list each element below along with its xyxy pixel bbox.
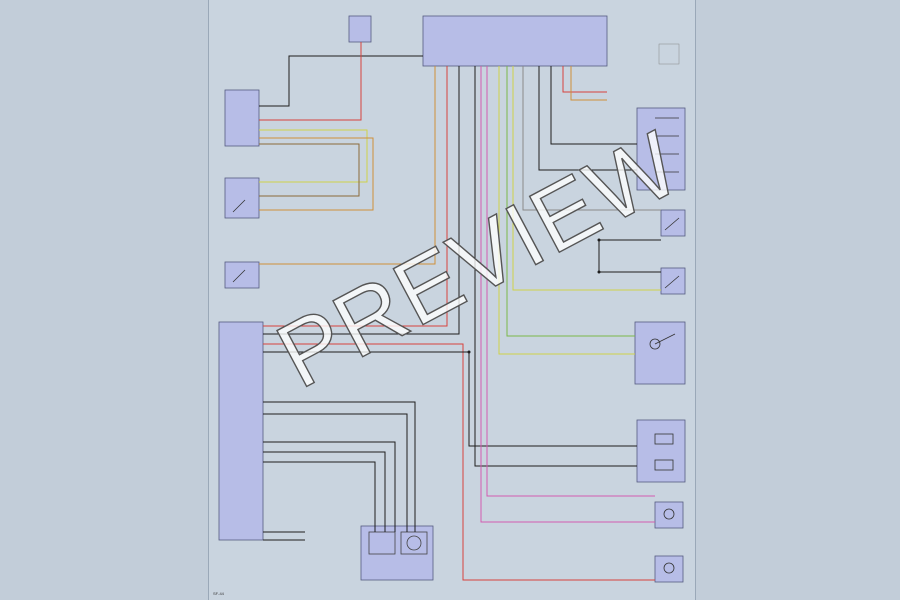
trunk-lid-latch-switch-box [224,261,260,289]
wire-23 [263,413,408,532]
wire-3 [259,129,368,183]
internal-switches [232,117,680,574]
wire-14 [498,66,635,355]
wire-25 [263,451,386,532]
splice-point-1 [467,350,471,354]
component-boxes [218,15,686,583]
wire-16 [512,66,661,291]
wire-7 [263,66,448,327]
wire-11 [474,66,637,467]
license-lamp-right-box [654,501,684,529]
wire-13 [486,66,655,497]
trunk-lid-control-switch-box [634,321,686,385]
license-lamp-left-box [654,555,684,583]
wire-19 [550,66,637,145]
wire-9 [263,343,655,581]
wiring-diagram-sheet: SF-44 [208,0,696,600]
motor-box-left [368,531,396,555]
wire-8 [263,66,460,335]
wire-connections [259,42,661,581]
wire-18 [538,66,637,171]
motor-box-right [400,531,428,555]
wire-26 [263,461,376,532]
trunk-lid-emergency-switch-box [636,107,686,191]
sheet-id: SF-44 [213,591,224,596]
wire-5 [259,143,360,197]
wire-1 [259,55,423,107]
trunk-actuator-box [218,321,264,541]
wire-17 [522,66,661,211]
control-module-header-box [658,43,680,65]
splice-points [467,238,601,354]
trunk-lid-control-module-box [360,525,434,581]
wire-30 [598,240,661,273]
trunk-lid-motor-box [636,419,686,483]
wire-21 [570,66,607,101]
wire-20 [562,66,607,93]
trunk-lid-release-switch-box [224,177,260,219]
motor-symbol-right [406,535,422,551]
wire-12 [480,66,655,523]
wire-10 [263,351,637,447]
main-control-module-box [422,15,608,67]
wire-24 [263,441,396,532]
wire-6 [259,66,436,265]
wire-4 [259,137,374,211]
splice-point-2 [597,238,601,242]
wire-15 [506,66,635,337]
left-front-door-module-box [224,89,260,147]
wire-2 [259,42,362,121]
wiring-diagram [218,15,686,583]
wire-22 [263,401,416,532]
fuse-box [348,15,372,43]
splice-point-3 [597,270,601,274]
